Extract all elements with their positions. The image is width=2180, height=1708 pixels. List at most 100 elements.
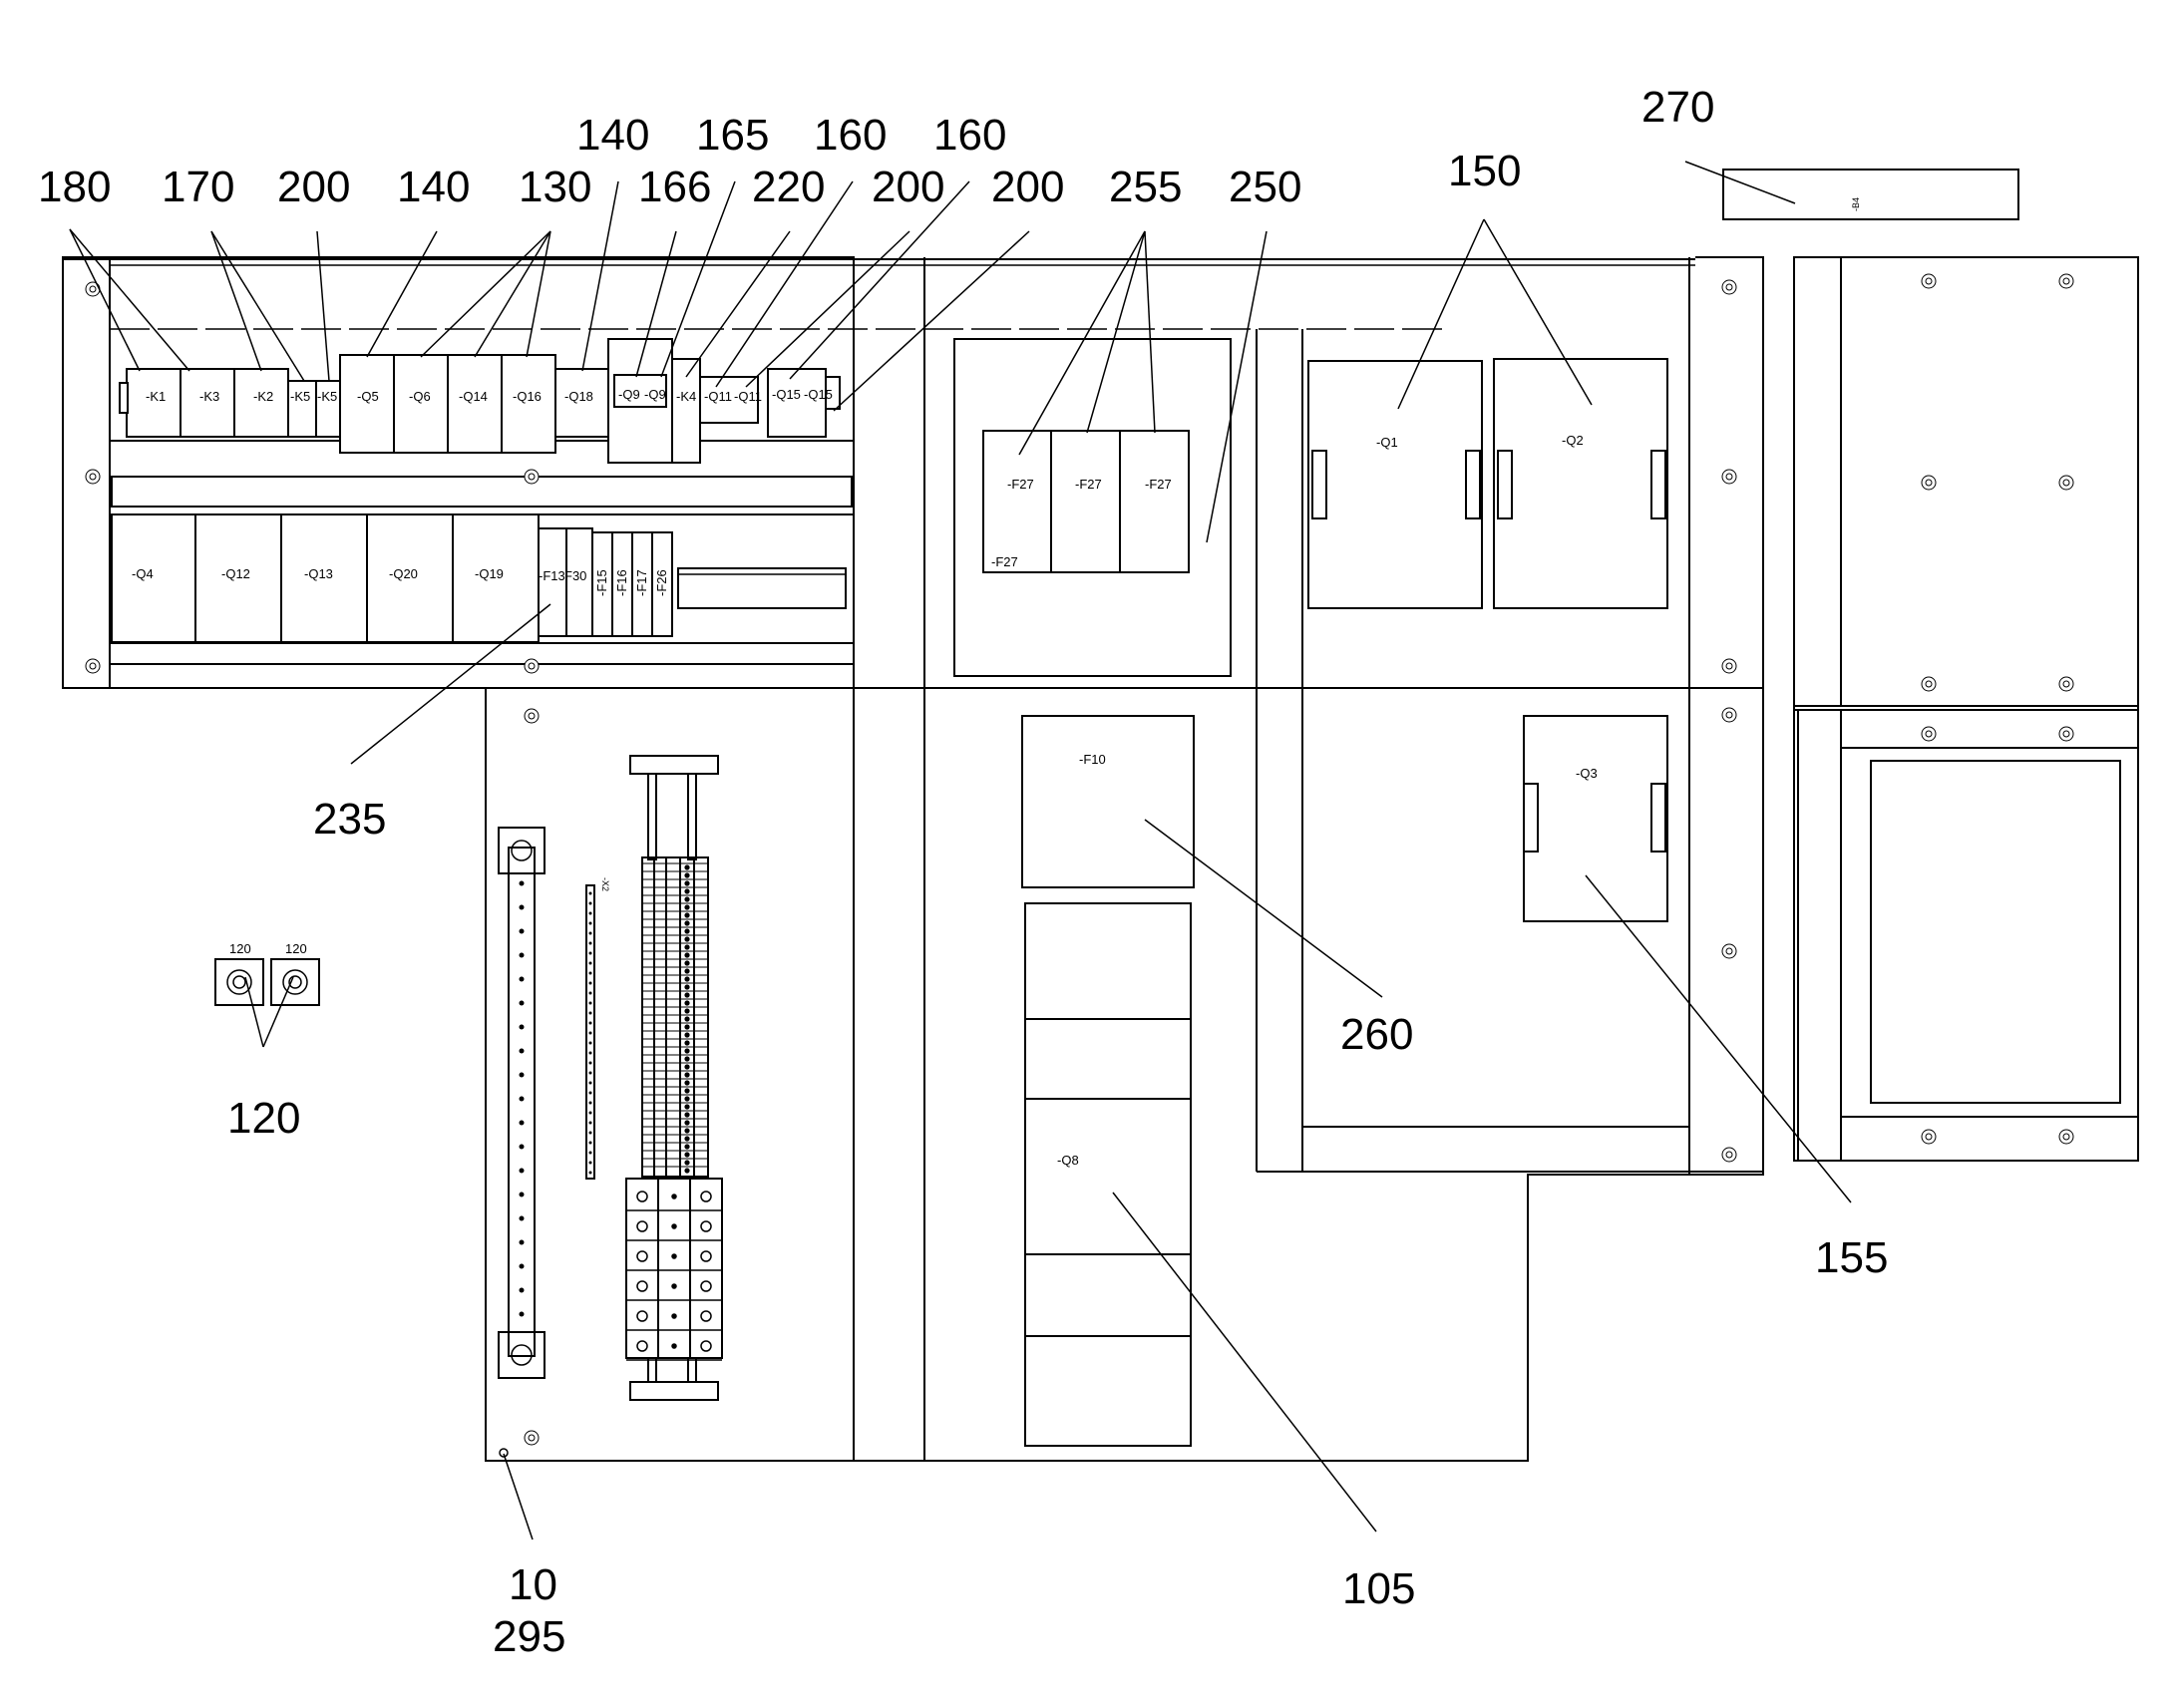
ref-105: 105 [1342,1564,1415,1613]
large-terminal-screw [700,1250,712,1262]
busbar-hole [519,1239,525,1245]
ground-point [499,1448,509,1458]
terminal-screw [684,1128,690,1134]
x2-terminal-dot [588,1021,592,1025]
terminal-screw [684,1048,690,1054]
x2-terminal-dot [588,1011,592,1015]
q11-label-2: -Q11 [734,389,762,404]
x2-terminal-dot [588,1081,592,1085]
busbar-hole [519,904,525,910]
large-terminal-screw [700,1191,712,1202]
second-row-components [111,513,673,643]
terminal-screw [684,896,690,902]
large-terminal-screw [671,1313,677,1319]
ref-160-b: 160 [933,111,1006,160]
q20-label: -Q20 [389,566,418,581]
x2-terminal-dot [588,1141,592,1145]
x2-terminal-dot [588,1091,592,1095]
terminal-screw [684,992,690,998]
large-terminal-screw [671,1194,677,1199]
gland-label-1: 120 [229,941,251,956]
x2-terminal-dot [588,1111,592,1115]
terminal-screw [684,1120,690,1126]
f16-label: -F16 [614,569,629,596]
ref-270: 270 [1641,83,1714,132]
large-terminal-screw [636,1280,648,1292]
terminal-block [625,755,723,1401]
cable-glands: 120 120 [214,941,320,1006]
gland-label-2: 120 [285,941,307,956]
busbar-hole [519,1263,525,1269]
busbar-hole [519,952,525,958]
terminal-screw [684,968,690,974]
large-terminal-screw [636,1340,648,1352]
x2-terminal-dot [588,941,592,945]
terminal-screw [684,1096,690,1102]
reference-numerals: 180 170 200 140 130 140 166 165 220 160 … [38,83,1888,1661]
x2-terminal-dot [588,1001,592,1005]
f26-label: -F26 [654,569,669,596]
terminal-screw [684,984,690,990]
busbar-hole [519,1311,525,1317]
terminal-screw [684,888,690,894]
q18-label: -Q18 [564,389,593,404]
k5-label: -K5 [290,389,310,404]
second-row-labels: -Q4 -Q12 -Q13 -Q20 -Q19 -F13 F30 -F15 -F… [132,566,669,596]
f17-label: -F17 [634,569,649,596]
x2-terminal-dot [588,1101,592,1105]
large-terminal-screw [671,1253,677,1259]
f15-label: -F15 [594,569,609,596]
top-row-labels: -K1 -K3 -K2 -K5 -K5 -Q5 -Q6 -Q14 -Q16 -Q… [146,387,833,404]
busbar-hole [519,1048,525,1054]
large-terminal-screw [671,1343,677,1349]
q2-label: -Q2 [1562,433,1584,448]
q16-label: -Q16 [513,389,542,404]
q8-label: -Q8 [1057,1153,1079,1168]
x2-terminal-dot [588,991,592,995]
large-terminal-screw [671,1223,677,1229]
x2-terminal-dot [588,1071,592,1075]
side-door-panel [1793,256,2139,1162]
ref-120: 120 [227,1094,300,1143]
busbar-hole [519,1215,525,1221]
ref-255: 255 [1109,163,1182,211]
f10-and-q8: -F10 -Q8 [1021,715,1195,1447]
busbar-hole [519,1192,525,1197]
terminal-screw [684,1104,690,1110]
ref-166: 166 [638,163,711,211]
ref-155: 155 [1815,1233,1888,1282]
k2-label: -K2 [253,389,273,404]
ref-250: 250 [1229,163,1301,211]
q6-label: -Q6 [409,389,431,404]
b4-component: -B4 [1722,169,2019,220]
busbar-hole [519,1287,525,1293]
main-switches: -Q1 -Q2 -Q3 [1307,358,1668,922]
k5-label-2: -K5 [317,389,337,404]
q13-label: -Q13 [304,566,333,581]
ref-160-a: 160 [814,111,887,160]
large-terminal-screw [700,1340,712,1352]
top-row-components [119,338,841,464]
terminal-screw [684,1160,690,1166]
terminal-screw [684,928,690,934]
ref-140-b: 140 [576,111,649,160]
leader-lines [69,161,1852,1540]
x2-terminal-dot [588,971,592,975]
terminal-screw [684,1024,690,1030]
busbar-hole [519,1000,525,1006]
ref-200-a: 200 [277,163,350,211]
q9-label-2: -Q9 [644,387,666,402]
x2-terminal-dot [588,1041,592,1045]
ref-260: 260 [1340,1010,1413,1059]
busbar-hole [519,880,525,886]
q19-label: -Q19 [475,566,504,581]
terminal-screw [684,944,690,950]
x2-terminal-dot [588,1061,592,1065]
terminal-screw [684,976,690,982]
x2-terminal-dot [588,1031,592,1035]
terminal-screw [684,1144,690,1150]
terminal-screw [684,1040,690,1046]
ref-220: 220 [752,163,825,211]
x2-terminal-dot [588,1171,592,1175]
q15-label: -Q15 [772,387,801,402]
